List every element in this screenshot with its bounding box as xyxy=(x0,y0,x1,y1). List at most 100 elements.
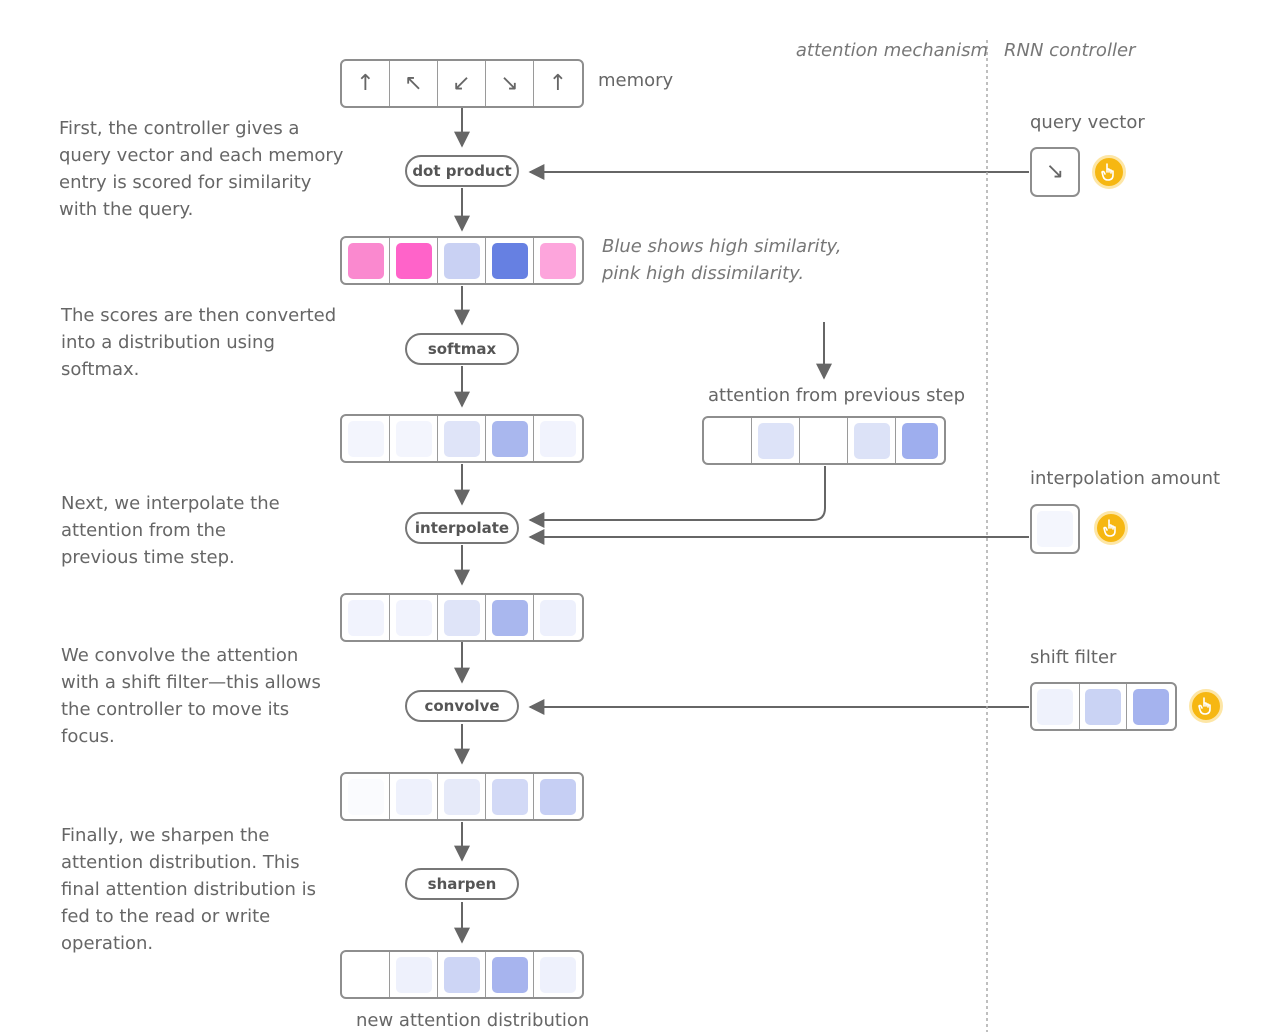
attention-cell xyxy=(486,595,534,640)
attention-swatch xyxy=(443,420,480,457)
convolve-op: convolve xyxy=(405,690,519,722)
shift-filter-label: shift filter xyxy=(1030,647,1117,668)
attention-swatch xyxy=(491,599,528,636)
attention-cell xyxy=(1127,684,1175,729)
arrow-down-right-icon: ↘ xyxy=(1045,159,1065,184)
attention-cell xyxy=(390,952,438,997)
shift-filter-row[interactable] xyxy=(1030,682,1177,731)
attention-cell xyxy=(342,238,390,283)
attention-swatch xyxy=(395,956,432,993)
step-text-dot-product: First, the controller gives a query vect… xyxy=(59,118,344,220)
attention-swatch xyxy=(540,956,576,993)
attention-swatch xyxy=(443,242,480,279)
attention-cell xyxy=(704,418,752,463)
arrow-previous-interp xyxy=(528,466,826,528)
rnn-controller-header: RNN controller xyxy=(1004,40,1136,61)
attention-mechanism-header: attention mechanism xyxy=(795,40,988,61)
attention-swatch xyxy=(540,778,576,815)
attention-cell xyxy=(486,416,534,461)
attention-cell xyxy=(390,238,438,283)
attention-swatch xyxy=(540,599,576,636)
attention-swatch xyxy=(902,422,938,459)
attention-swatch xyxy=(1133,688,1170,725)
attention-cell xyxy=(1032,684,1080,729)
attention-cell xyxy=(438,952,486,997)
attention-swatch xyxy=(491,420,528,457)
attention-swatch xyxy=(805,422,842,459)
attention-swatch xyxy=(395,242,432,279)
attention-swatch xyxy=(1037,688,1074,725)
softmax-op: softmax xyxy=(405,333,519,365)
attention-swatch xyxy=(347,420,384,457)
attention-cell xyxy=(438,595,486,640)
attention-cell xyxy=(342,416,390,461)
step-text-softmax: The scores are then converted into a dis… xyxy=(61,305,337,380)
attention-swatch xyxy=(540,420,576,457)
attention-swatch xyxy=(443,956,480,993)
attention-cell xyxy=(752,418,800,463)
attention-cell xyxy=(390,774,438,819)
attention-cell xyxy=(534,595,582,640)
attention-swatch xyxy=(443,778,480,815)
query-vector-box[interactable]: ↘ xyxy=(1030,147,1080,197)
attention-cell xyxy=(342,952,390,997)
memory-label: memory xyxy=(598,70,674,91)
hand-pointer-icon xyxy=(1198,697,1211,715)
attention-swatch xyxy=(491,778,528,815)
drag-hand-icon[interactable] xyxy=(1094,511,1128,545)
attention-cell xyxy=(1080,684,1128,729)
attention-cell xyxy=(534,416,582,461)
attention-cell xyxy=(896,418,944,463)
attention-cell xyxy=(438,238,486,283)
attention-swatch xyxy=(395,420,432,457)
attention-swatch xyxy=(347,956,384,993)
interpolate-op: interpolate xyxy=(405,512,519,544)
memory-cell: ↑ xyxy=(342,61,390,106)
memory-cell: ↖ xyxy=(390,61,438,106)
attention-swatch xyxy=(347,778,384,815)
interpolation-amount-box[interactable] xyxy=(1030,504,1080,554)
query-vector-label: query vector xyxy=(1030,112,1145,133)
similarity-note-line2: pink high dissimilarity. xyxy=(602,263,805,284)
step-text-sharpen: Finally, we sharpen the attention distri… xyxy=(61,825,317,954)
arrow-down-left-icon: ↙ xyxy=(452,70,471,96)
attention-swatch xyxy=(347,242,384,279)
interpolation-amount-swatch xyxy=(1037,511,1073,547)
attention-swatch xyxy=(491,956,528,993)
attention-cell xyxy=(486,238,534,283)
attention-cell xyxy=(486,774,534,819)
attention-swatch xyxy=(491,242,528,279)
attention-swatch xyxy=(443,599,480,636)
memory-row: ↑ ↖ ↙ ↘ ↑ xyxy=(340,59,584,108)
drag-hand-icon[interactable] xyxy=(1189,689,1223,723)
attention-cell xyxy=(534,238,582,283)
attention-cell xyxy=(390,595,438,640)
previous-attention-row xyxy=(702,416,946,465)
memory-cell: ↑ xyxy=(534,61,582,106)
dot-product-op: dot product xyxy=(405,155,519,187)
attention-swatch xyxy=(853,422,890,459)
attention-cell xyxy=(534,774,582,819)
arrow-up-icon: ↑ xyxy=(356,70,375,96)
hand-pointer-icon xyxy=(1103,519,1116,537)
interpolated-row xyxy=(340,593,584,642)
sharpen-op: sharpen xyxy=(405,868,519,900)
softmax-row xyxy=(340,414,584,463)
attention-swatch xyxy=(395,599,432,636)
similarity-scores-row xyxy=(340,236,584,285)
arrow-up-icon: ↑ xyxy=(548,70,568,96)
attention-cell xyxy=(390,416,438,461)
arrow-down-right-icon: ↘ xyxy=(500,70,519,96)
hand-pointer-icon xyxy=(1101,163,1114,181)
memory-cell: ↘ xyxy=(486,61,534,106)
new-attention-label: new attention distribution xyxy=(356,1010,590,1031)
attention-cell xyxy=(800,418,848,463)
attention-swatch xyxy=(1085,688,1121,725)
attention-swatch xyxy=(347,599,384,636)
attention-swatch xyxy=(709,422,746,459)
attention-swatch xyxy=(540,242,576,279)
arrow-up-left-icon: ↖ xyxy=(404,70,423,96)
new-attention-row xyxy=(340,950,584,999)
step-text-interpolate: Next, we interpolate the attention from … xyxy=(61,493,280,568)
drag-hand-icon[interactable] xyxy=(1092,155,1126,189)
